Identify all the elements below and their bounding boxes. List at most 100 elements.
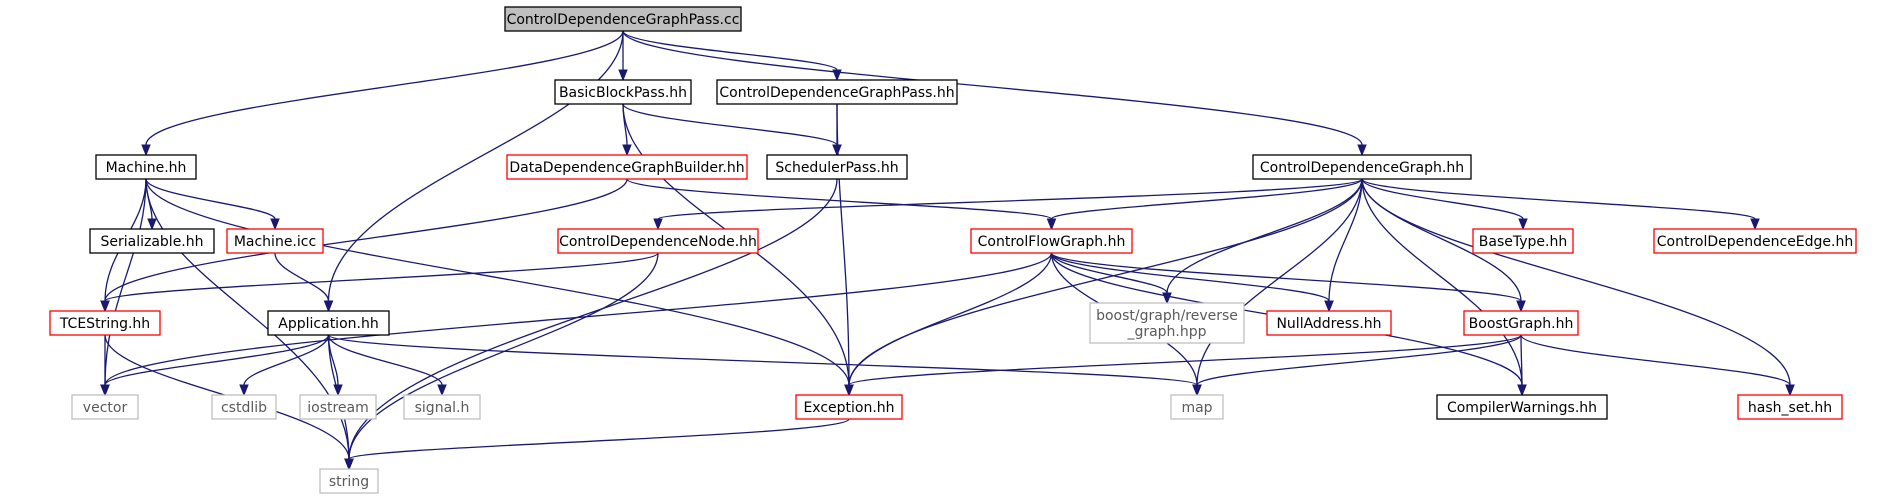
node-box: [226, 228, 324, 254]
node-box: [1266, 310, 1392, 336]
node-label: NullAddress.hh: [1276, 316, 1381, 332]
edge-line: [836, 103, 850, 386]
node-label: Exception.hh: [803, 400, 894, 416]
node-box: [1436, 394, 1608, 420]
node-box: [89, 228, 215, 254]
node-map: map: [1170, 394, 1224, 420]
edge-arrowhead: [147, 218, 157, 231]
node-cstdlib: cstdlib: [211, 394, 277, 420]
edge-basicblockpass-hh-to-schedulerpass-hh: [622, 103, 842, 157]
node-nulladdress-hh[interactable]: NullAddress.hh: [1266, 310, 1392, 336]
node-box: [95, 154, 197, 180]
node-controldependencegraphpass-cc[interactable]: ControlDependenceGraphPass.cc: [504, 6, 742, 32]
node-controldependencenode-hh[interactable]: ControlDependenceNode.hh: [557, 228, 759, 254]
node-box: [1472, 228, 1574, 254]
edge-line: [1196, 334, 1522, 386]
edge-arrowhead: [1785, 384, 1795, 397]
node-box: [49, 310, 161, 336]
node-iostream: iostream: [299, 394, 377, 420]
node-signal-h: signal.h: [403, 394, 481, 420]
node-box: [716, 79, 958, 105]
edge-controldependencegraph-hh-to-controldependencenode-hh: [653, 178, 1363, 231]
node-datadependencegraphbuilder-hh[interactable]: DataDependenceGraphBuilder.hh: [506, 154, 748, 180]
edge-arrowhead: [1324, 300, 1334, 313]
edge-arrowhead: [437, 384, 447, 397]
edge-boostgraph-hh-to-map: [1192, 334, 1522, 397]
node-label: ControlDependenceNode.hh: [559, 234, 757, 250]
edge-arrowhead: [1162, 292, 1172, 305]
node-string: string: [319, 468, 379, 494]
edge-controldependencegraph-hh-to-map: [1192, 178, 1363, 397]
edge-machine-hh-to-machine-icc: [145, 178, 280, 231]
node-compilerwarnings-hh[interactable]: CompilerWarnings.hh: [1436, 394, 1608, 420]
node-box: [1089, 302, 1245, 344]
edge-arrowhead: [1518, 218, 1528, 231]
node-exception-hh[interactable]: Exception.hh: [795, 394, 903, 420]
node-label: _graph.hpp: [1126, 324, 1206, 340]
node-controlflowgraph-hh[interactable]: ControlFlowGraph.hh: [970, 228, 1133, 254]
node-label: hash_set.hh: [1748, 400, 1832, 416]
node-label: Serializable.hh: [100, 234, 203, 250]
node-serializable-hh[interactable]: Serializable.hh: [89, 228, 215, 254]
edge-controlflowgraph-hh-to-vector: [100, 252, 1053, 397]
edge-line: [1050, 252, 1330, 302]
edge-arrowhead: [100, 384, 110, 397]
node-label: ControlDependenceGraphPass.cc: [507, 12, 740, 28]
edge-controldependencegraphpass-cc-to-controldependencegraphpass-hh: [622, 30, 842, 82]
node-label: ControlFlowGraph.hh: [978, 234, 1126, 250]
edge-controldependencenode-hh-to-tcestring-hh: [100, 252, 659, 313]
node-basicblockpass-hh[interactable]: BasicBlockPass.hh: [554, 79, 692, 105]
node-box: [319, 468, 379, 494]
node-controldependencegraph-hh[interactable]: ControlDependenceGraph.hh: [1252, 154, 1472, 180]
node-box: [267, 310, 390, 336]
edge-line: [657, 178, 1363, 220]
edge-line: [104, 252, 659, 302]
edge-arrowhead: [844, 384, 854, 397]
edge-line: [848, 334, 1522, 386]
edge-arrowhead: [239, 384, 249, 397]
edge-line: [145, 178, 850, 386]
node-schedulerpass-hh[interactable]: SchedulerPass.hh: [766, 154, 908, 180]
node-boost-graph-reverse-graph-hpp: boost/graph/reverse_graph.hpp: [1089, 302, 1245, 344]
edge-controlflowgraph-hh-to-nulladdress-hh: [1050, 252, 1334, 313]
edge-schedulerpass-hh-to-string: [344, 178, 838, 471]
edge-controldependencegraphpass-cc-to-basicblockpass-hh: [618, 30, 628, 82]
node-tcestring-hh[interactable]: TCEString.hh: [49, 310, 161, 336]
node-label: TCEString.hh: [59, 316, 150, 332]
edge-exception-hh-to-string: [344, 418, 850, 471]
node-label: DataDependenceGraphBuilder.hh: [509, 160, 744, 176]
node-box: [1737, 394, 1843, 420]
edge-arrowhead: [1192, 384, 1202, 397]
edge-controldependencegraph-hh-to-basetype-hh: [1361, 178, 1528, 231]
node-application-hh[interactable]: Application.hh: [267, 310, 390, 336]
node-hash-set-hh[interactable]: hash_set.hh: [1737, 394, 1843, 420]
node-box: [299, 394, 377, 420]
edge-line: [1361, 178, 1791, 386]
node-label: vector: [83, 400, 128, 416]
edge-line: [104, 334, 330, 386]
edge-line: [622, 30, 838, 71]
node-controldependenceedge-hh[interactable]: ControlDependenceEdge.hh: [1653, 228, 1857, 254]
node-machine-hh[interactable]: Machine.hh: [95, 154, 197, 180]
node-controldependencegraphpass-hh[interactable]: ControlDependenceGraphPass.hh: [716, 79, 958, 105]
node-label: map: [1181, 400, 1212, 416]
edge-line: [1520, 334, 1523, 386]
edge-arrowhead: [1750, 218, 1760, 231]
node-boostgraph-hh[interactable]: BoostGraph.hh: [1463, 310, 1579, 336]
nodes-layer: ControlDependenceGraphPass.ccBasicBlockP…: [49, 6, 1857, 494]
edge-application-hh-to-signal-h: [327, 334, 447, 397]
edge-arrowhead: [1357, 144, 1367, 157]
edge-application-hh-to-vector: [100, 334, 330, 397]
edge-arrowhead: [344, 458, 354, 471]
edge-line: [1361, 178, 1523, 386]
edge-line: [1361, 178, 1524, 220]
edge-line: [1361, 178, 1756, 220]
edge-arrowhead: [1046, 218, 1057, 231]
node-machine-icc[interactable]: Machine.icc: [226, 228, 324, 254]
node-box: [1653, 228, 1857, 254]
node-label: ControlDependenceEdge.hh: [1657, 234, 1854, 250]
node-basetype-hh[interactable]: BaseType.hh: [1472, 228, 1574, 254]
edge-arrowhead: [1517, 384, 1527, 397]
edge-controldependencegraph-hh-to-controlflowgraph-hh: [1046, 178, 1363, 231]
node-label: ControlDependenceGraphPass.hh: [719, 85, 954, 101]
